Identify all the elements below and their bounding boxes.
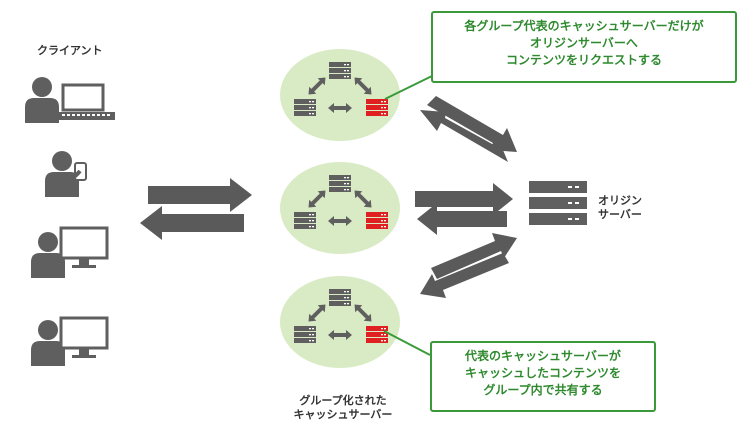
bottom-callout-line-1: 代表のキャッシュサーバーが xyxy=(465,349,621,363)
cache-group-label-line-1: グループ化された xyxy=(299,394,387,407)
client-smartphone-user xyxy=(45,151,87,197)
cache-group-label: グループ化された キャッシュサーバー xyxy=(283,394,403,422)
origin-server-label: オリジン サーバー xyxy=(598,194,642,222)
bottom-response-arrow xyxy=(420,253,509,298)
response-arrow-left xyxy=(140,206,244,240)
middle-request-arrow xyxy=(415,183,513,215)
origin-server-label-line-1: オリジン xyxy=(598,194,642,207)
client-desktop-user-2 xyxy=(31,316,109,366)
top-response-arrow xyxy=(420,110,508,162)
cache-group-label-line-2: キャッシュサーバー xyxy=(293,408,393,421)
top-callout: 各グループ代表のキャッシュサーバーだけが オリジンサーバーへ コンテンツをリクエ… xyxy=(431,11,737,83)
origin-server-icon xyxy=(529,181,587,225)
client-label: クライアント xyxy=(37,44,103,57)
cache-cluster-top xyxy=(280,49,400,141)
middle-response-arrow xyxy=(417,203,507,235)
bottom-callout-line-3: グループ内で共有する xyxy=(483,383,603,397)
top-request-arrow xyxy=(427,96,517,152)
client-desktop-user-1 xyxy=(31,226,109,278)
origin-server-label-line-2: サーバー xyxy=(598,208,642,221)
request-arrow-right xyxy=(148,178,252,212)
cache-cluster-middle xyxy=(280,162,400,254)
bottom-request-arrow xyxy=(431,233,517,279)
top-callout-connector xyxy=(384,75,433,100)
client-laptop-user xyxy=(25,77,115,123)
cache-cluster-bottom xyxy=(280,276,400,368)
top-callout-line-2: オリジンサーバーへ xyxy=(530,36,638,50)
bottom-callout: 代表のキャッシュサーバーが キャッシュしたコンテンツを グループ内で共有する xyxy=(430,341,656,412)
top-callout-line-3: コンテンツをリクエストする xyxy=(505,53,662,67)
laptop-icon xyxy=(61,83,105,112)
bottom-callout-connector xyxy=(383,330,431,356)
top-callout-line-1: 各グループ代表のキャッシュサーバーだけが xyxy=(464,19,704,33)
bottom-callout-line-2: キャッシュしたコンテンツを xyxy=(464,366,621,380)
